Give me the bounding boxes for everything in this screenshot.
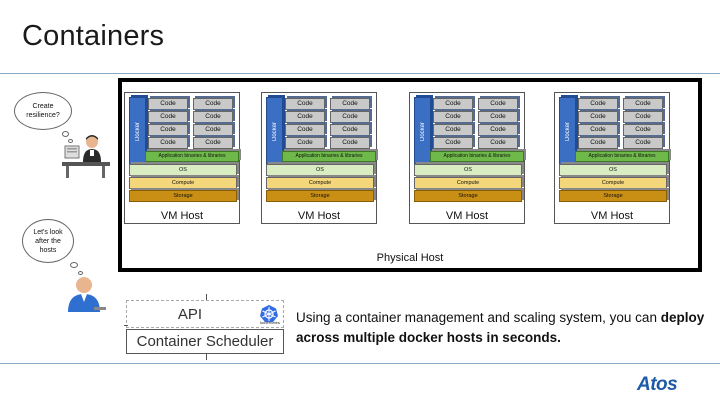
os-layer: OS [266,164,374,176]
code-container: Code [578,111,618,123]
docker-layer: Docker [414,97,431,165]
code-container: Code [578,137,618,149]
bubble-dot [62,131,69,137]
code-container: Code [148,124,188,136]
container-scheduler-box: Container Scheduler [126,329,284,354]
code-container: Code [330,137,370,149]
vm-host-label: VM Host [297,210,341,222]
code-container: Code [433,124,473,136]
code-container: Code [330,124,370,136]
code-stack-left: Code Code Code Code [285,98,329,150]
description-emphasis: deploy across multiple docker hosts in s… [296,310,705,345]
code-container: Code [193,137,233,149]
speech-bubble-hosts: Let's look after the hosts [22,219,74,263]
code-container: Code [578,124,618,136]
compute-layer: Compute [266,177,374,189]
code-stack-right: Code Code Code Code [330,98,374,150]
code-container: Code [623,137,663,149]
docker-layer: Docker [559,97,576,165]
code-container: Code [193,124,233,136]
code-container: Code [623,124,663,136]
storage-layer: Storage [559,190,667,202]
connector-tick [124,325,128,326]
bubble-dot [78,271,83,275]
physical-host-frame: Docker Code Code Code Code Code Code Cod… [118,78,702,272]
code-stack-left: Code Code Code Code [578,98,622,150]
connector-tick [206,294,207,300]
code-stack-left: Code Code Code Code [433,98,477,150]
apps-layer: Application binaries & libraries [430,151,524,162]
code-stack-right: Code Code Code Code [478,98,522,150]
apps-layer: Application binaries & libraries [282,151,376,162]
top-divider [0,73,720,74]
os-layer: OS [559,164,667,176]
description-text: Using a container management and scaling… [296,310,705,345]
code-container: Code [478,98,518,110]
vm-host: Docker Code Code Code Code Code Code Cod… [409,92,525,224]
code-container: Code [433,111,473,123]
code-container: Code [433,137,473,149]
compute-layer: Compute [414,177,522,189]
kubernetes-label: kubernetes [260,320,280,325]
person-avatar-icon [68,277,106,312]
code-container: Code [148,137,188,149]
apps-layer: Application binaries & libraries [575,151,669,162]
speech-bubble-resilience: Create resilience? [14,92,72,130]
code-container: Code [148,111,188,123]
docker-layer: Docker [266,97,283,165]
vm-host: Docker Code Code Code Code Code Code Cod… [261,92,377,224]
vm-host-label: VM Host [590,210,634,222]
vm-host-label: VM Host [160,210,204,222]
code-container: Code [478,111,518,123]
bubble-dot [68,139,73,143]
code-container: Code [478,124,518,136]
compute-layer: Compute [129,177,237,189]
bubble-dot [70,262,78,268]
kubernetes-icon [260,305,278,322]
page-title: Containers [22,20,165,52]
os-layer: OS [414,164,522,176]
code-container: Code [193,98,233,110]
apps-layer: Application binaries & libraries [145,151,239,162]
code-container: Code [478,137,518,149]
vm-host: Docker Code Code Code Code Code Code Cod… [124,92,240,224]
code-container: Code [330,111,370,123]
code-container: Code [285,98,325,110]
storage-layer: Storage [266,190,374,202]
physical-host-label: Physical Host [376,252,444,264]
api-box: API kubernetes [126,300,284,328]
connector-tick [206,354,207,360]
storage-layer: Storage [414,190,522,202]
api-label: API [177,306,203,323]
compute-layer: Compute [559,177,667,189]
docker-layer: Docker [129,97,146,165]
code-stack-right: Code Code Code Code [193,98,237,150]
code-container: Code [578,98,618,110]
atos-logo: Atos [637,374,678,395]
code-container: Code [285,137,325,149]
code-container: Code [285,111,325,123]
person-at-desk-icon [62,135,110,178]
code-container: Code [623,111,663,123]
code-container: Code [623,98,663,110]
code-stack-right: Code Code Code Code [623,98,667,150]
code-container: Code [330,98,370,110]
code-container: Code [285,124,325,136]
code-container: Code [148,98,188,110]
code-container: Code [193,111,233,123]
code-stack-left: Code Code Code Code [148,98,192,150]
os-layer: OS [129,164,237,176]
vm-host-label: VM Host [445,210,489,222]
bottom-divider [0,363,720,364]
storage-layer: Storage [129,190,237,202]
vm-host: Docker Code Code Code Code Code Code Cod… [554,92,670,224]
code-container: Code [433,98,473,110]
